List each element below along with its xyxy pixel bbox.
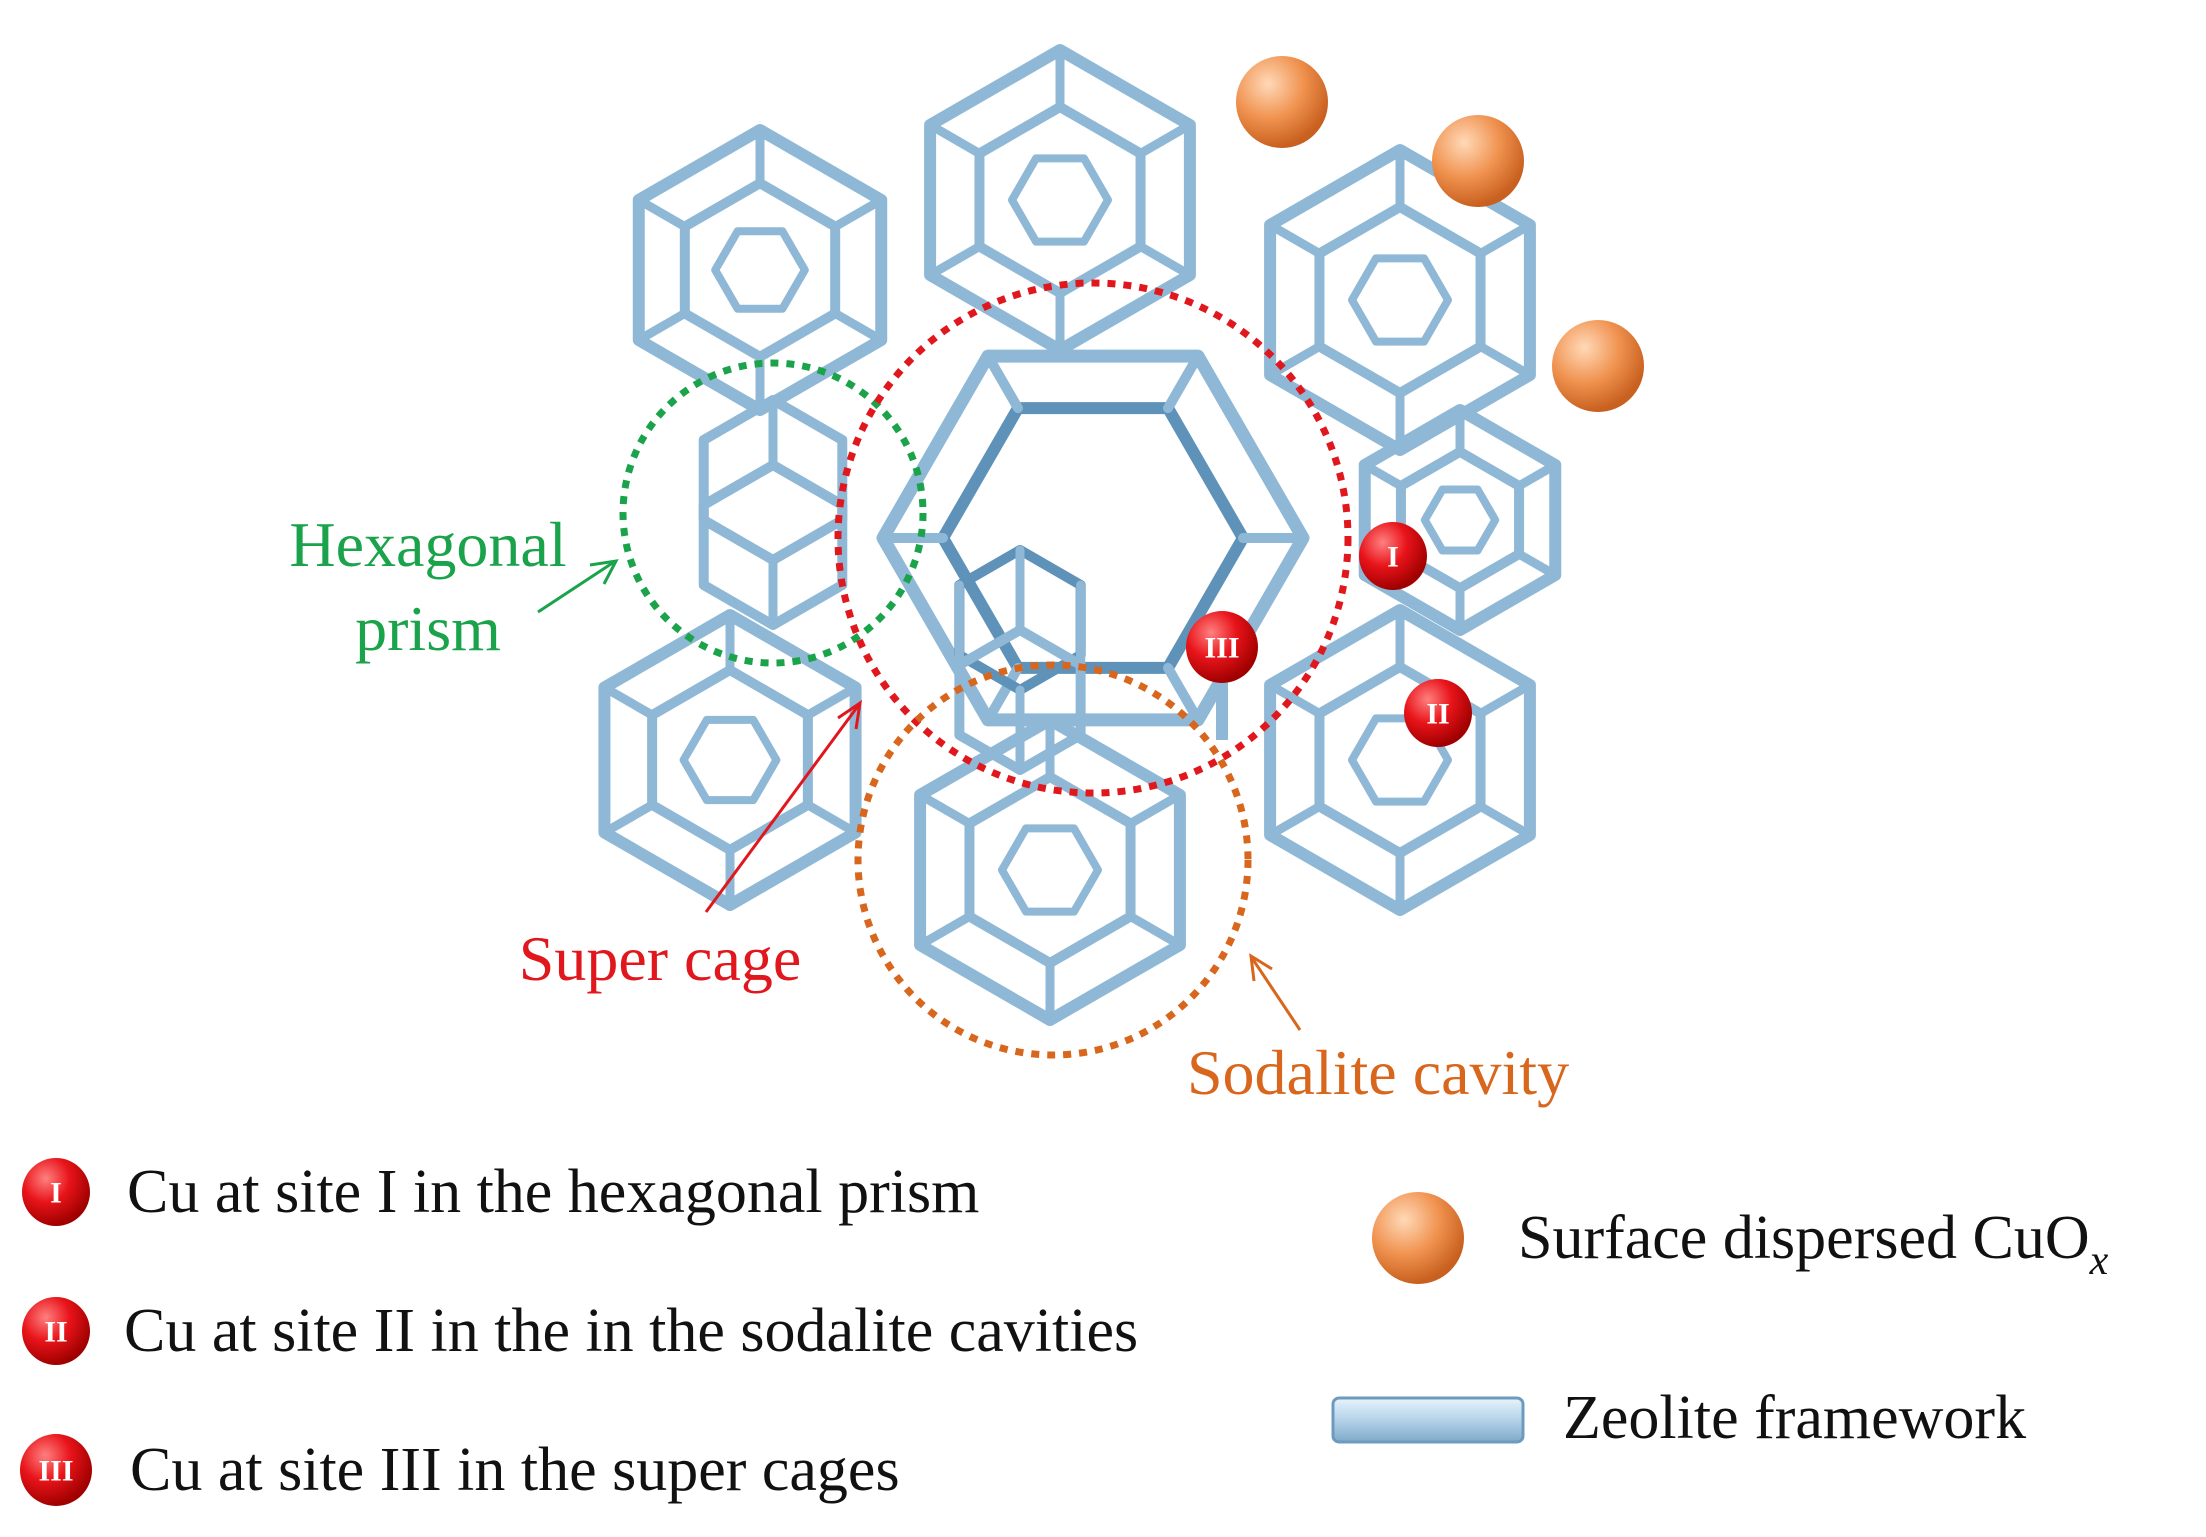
framework-ring (1008, 154, 1112, 246)
framework-strut (1265, 680, 1324, 718)
super-cage-label: Super cage (519, 923, 802, 994)
framework-strut (983, 662, 1023, 725)
framework-strut (803, 800, 861, 837)
framework-strut (925, 120, 984, 158)
hexagonal-prism-callout: Hexagonal prism (289, 509, 619, 664)
super-cage-callout: Super cage (519, 699, 863, 994)
framework-ring (1314, 202, 1486, 398)
framework-strut (599, 683, 657, 720)
super-cage-highlight (834, 279, 1352, 797)
legend-site-ii-marker-label: II (44, 1316, 67, 1349)
legend-cuox: Surface dispersed CuOx (1372, 1192, 2109, 1284)
framework-strut (1163, 351, 1203, 414)
framework-strut (1476, 802, 1535, 840)
framework-strut (915, 912, 974, 950)
legend-site-iii: III Cu at site III in the super cages (20, 1434, 900, 1506)
hexagonal-prism-arrow (537, 560, 615, 614)
sodalite-cavity-callout: Sodalite cavity (1187, 953, 1569, 1108)
legend-site-iii-text: Cu at site III in the super cages (130, 1436, 900, 1504)
framework-ring (679, 715, 781, 805)
site-marker-iii: III (1186, 611, 1258, 740)
sodalite-cavity-highlight (854, 661, 1252, 1059)
framework-ring (647, 665, 813, 855)
site-marker-ii-label: II (1426, 698, 1449, 731)
framework-strut (830, 195, 886, 232)
framework-strut (1476, 680, 1535, 718)
framework-strut (1163, 662, 1203, 725)
legend-site-iii-marker-label: III (38, 1455, 73, 1488)
site-marker-iii-label: III (1204, 632, 1239, 665)
framework-strut (1136, 242, 1195, 280)
site-marker-ii: II (1404, 679, 1472, 747)
framework-ring (711, 227, 809, 313)
legend-site-i: I Cu at site I in the hexagonal prism (22, 1158, 979, 1226)
framework-strut (1514, 549, 1560, 580)
site-marker-i-label: I (1387, 541, 1399, 574)
legend-site-iii-marker (20, 1434, 92, 1506)
cuox-particle (1552, 320, 1644, 412)
framework-strut (1265, 342, 1324, 380)
legend-site-ii-marker (22, 1297, 90, 1365)
hexagonal-prism-label-line1: Hexagonal (289, 509, 566, 580)
hexagonal-prism-highlight (619, 359, 927, 667)
framework-strut (634, 308, 690, 345)
framework-strut (1476, 220, 1535, 258)
framework-strut (830, 308, 886, 345)
sodalite-cavity-arrow (1250, 957, 1302, 1031)
zeolite-framework-structure (598, 44, 1562, 1026)
site-marker-i: I (1359, 522, 1427, 590)
framework-ring (964, 772, 1136, 968)
framework-strut (1126, 912, 1185, 950)
legend-cuox-text-main: Surface dispersed CuO (1518, 1204, 2090, 1272)
cuox-particle (1432, 115, 1524, 207)
framework-ring (974, 102, 1146, 298)
framework-strut (599, 800, 657, 837)
framework-strut (1476, 342, 1535, 380)
framework-strut (925, 242, 984, 280)
legend-framework: Zeolite framework (1331, 1384, 2026, 1452)
framework-strut (1360, 460, 1406, 491)
legend: I Cu at site I in the hexagonal prism II… (20, 1158, 2109, 1506)
framework-strut (1126, 790, 1185, 828)
legend-site-ii-text: Cu at site II in the in the sodalite cav… (124, 1297, 1138, 1365)
framework-strut (1265, 220, 1324, 258)
legend-framework-text: Zeolite framework (1563, 1384, 2026, 1452)
framework-strut (634, 195, 690, 232)
framework-ring (679, 178, 841, 362)
legend-cuox-text: Surface dispersed CuOx (1518, 1204, 2109, 1284)
framework-strut (1514, 460, 1560, 491)
legend-site-i-marker-label: I (50, 1177, 62, 1210)
framework-ring (998, 824, 1102, 916)
framework-strut (1265, 802, 1324, 840)
sodalite-cavity-label: Sodalite cavity (1187, 1037, 1569, 1108)
super-cage-arrow (704, 705, 860, 913)
legend-cuox-subscript: x (2089, 1238, 2109, 1284)
framework-strut (915, 790, 974, 828)
hexagonal-prism-label-line2: prism (355, 593, 501, 664)
framework-strut (803, 683, 861, 720)
framework-ring (1348, 254, 1452, 346)
legend-site-i-marker (22, 1158, 90, 1226)
cuox-particle (1236, 56, 1328, 148)
legend-site-ii: II Cu at site II in the in the sodalite … (22, 1297, 1138, 1365)
legend-framework-bar (1331, 1396, 1525, 1444)
legend-cuox-sphere (1372, 1192, 1464, 1284)
legend-site-i-text: Cu at site I in the hexagonal prism (127, 1158, 979, 1226)
framework-strut (983, 351, 1023, 414)
cuox-particles (1236, 56, 1644, 412)
framework-ring (1420, 485, 1500, 555)
framework-strut (1136, 120, 1195, 158)
